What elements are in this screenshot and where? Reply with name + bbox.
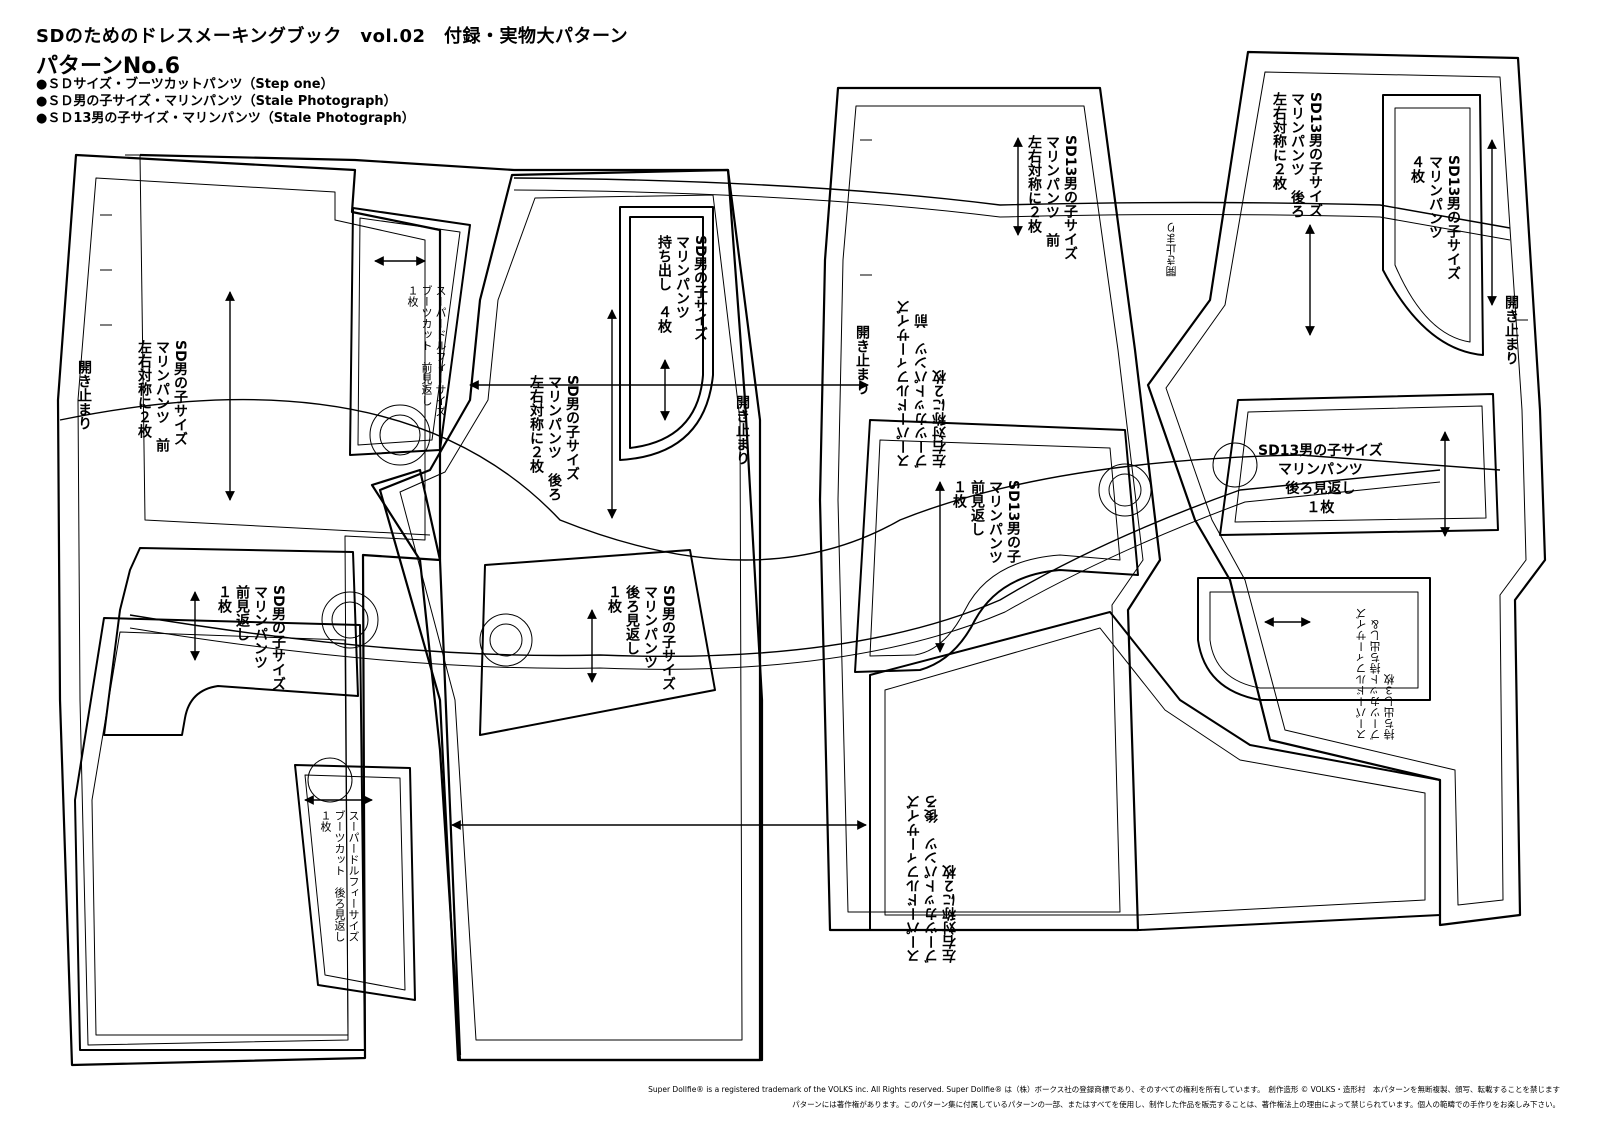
sd-boy-front2-sew [125,154,431,536]
label-open-stop-small: 開き止まり [1165,222,1178,277]
label-open-stop: 開き止まり [854,325,870,395]
label-sd13-back-facing: SD13男の子サイズ マリンパンツ 後ろ見返し １枚 [1258,443,1383,516]
label-sd-boy-back-facing: SD男の子サイズ マリンパンツ 後ろ見返し １枚 [606,585,676,691]
sd13-fly [1382,94,1484,356]
sd-boy-front-lower [74,617,366,1051]
sd13-back-facing [1219,393,1499,536]
sd-boy-front-cut [56,153,442,1067]
label-sd13-back: SD13男の子サイズ マリンパンツ 後ろ 左右対称に２枚 [1271,92,1323,218]
sd-boy-back-facing [479,549,716,736]
label-sd13-front: SD13男の子サイズ マリンパンツ 前 左右対称に２枚 [1026,135,1078,261]
sd-boy-front-facing [103,547,359,736]
label-open-stop: 開き止まり [76,360,92,430]
super-fly [1197,577,1431,701]
label-super-front-facing: スーパードルフィーサイズ ブーツカット 前見返し １枚 [406,285,447,417]
sd13-back-sew [1165,71,1527,906]
label-super-back-facing: スーパードルフィーサイズ ブーツカット 後ろ見返し １枚 [319,810,360,942]
pattern-list: ●ＳＤサイズ・ブーツカットパンツ（Step one） ●ＳＤ男の子サイズ・マリン… [36,76,415,127]
label-sd-boy-fly: SD男の子サイズ マリンパンツ 持ち出し ４枚 [656,235,708,341]
mark-circle [369,404,431,466]
super-front-facing [349,207,471,456]
sd-boy-front-sew [77,177,426,1046]
pattern-list-item: ●ＳＤ男の子サイズ・マリンパンツ（Stale Photograph） [36,94,397,109]
label-open-stop: 開き止まり [734,395,750,465]
sd13-front-sew [837,105,1144,913]
sd-boy-back-sew [399,194,743,1041]
label-sd13-fly: SD13男の子サイズ マリンパンツ ４枚 [1409,155,1461,281]
book-title: SDのためのドレスメーキングブック vol.02 付録・実物大パターン [36,26,629,47]
sd-boy-back-edge [378,168,762,1062]
sd-boy-fly [619,206,714,461]
pattern-list-item: ●ＳＤサイズ・ブーツカットパンツ（Step one） [36,77,334,92]
sd13-back-cut [1146,50,1547,927]
label-sd-boy-back: SD男の子サイズ マリンパンツ 後ろ 左右対称に２枚 [528,375,580,501]
label-sd13-front-facing: SD13男の子 マリンパンツ 前見返し １枚 [951,480,1021,564]
footer-copyright: Super Dollfie® is a registered trademark… [648,1085,1560,1094]
super-back-facing [294,764,416,1001]
label-open-stop: 開き止まり [1503,295,1519,365]
pattern-list-item: ●ＳＤ13男の子サイズ・マリンパンツ（Stale Photograph） [36,111,415,126]
super-back-curve [59,398,1501,561]
label-sd-boy-front-facing: SD男の子サイズ マリンパンツ 前見返し １枚 [216,585,286,691]
footer-notice: パターンには著作権があります。このパターン集に付属しているパターンの一部、または… [792,1100,1560,1109]
label-sd-boy-front: SD男の子サイズ マリンパンツ 前 左右対称に２枚 [136,340,188,452]
label-super-fly: スーパードルフィーサイズ ブーツカット持ち出し＆ 持ち出し３枚 [1355,608,1396,740]
label-super-back: スーパードルフィーサイズ ブーツカットパンツ 後ろ 左右対称に２枚 [906,795,958,963]
sd13-front-cut [818,86,1162,932]
pattern-number: パターンNo.6 [36,54,181,79]
label-super-front: スーパードルフィーサイズ ブーツカットパンツ 前 左右対称に２枚 [896,300,948,468]
